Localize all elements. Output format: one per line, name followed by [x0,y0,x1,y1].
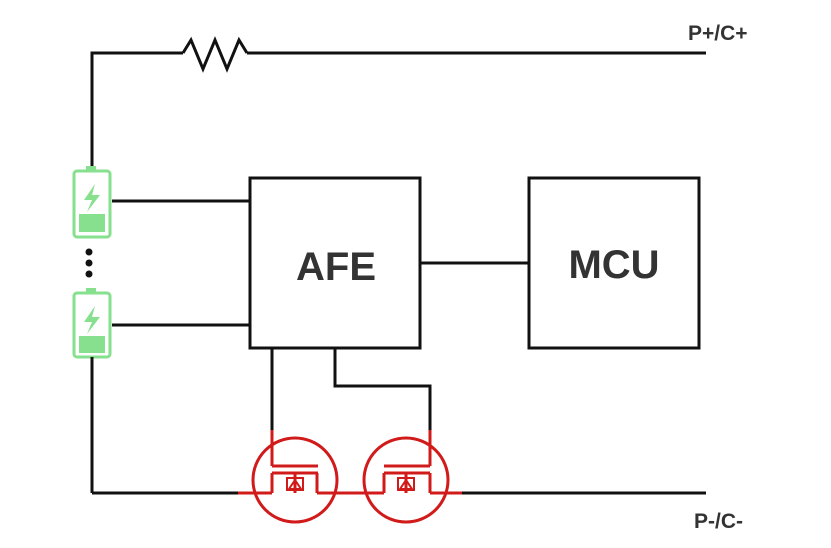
positive-rail [90,36,706,170]
gate-wire-right [333,348,432,430]
positive-terminal-label: P+/C+ [688,22,748,45]
mosfet-symbol [251,430,339,524]
continuation-dot [85,270,93,278]
negative-terminal-label: P-/C- [694,510,743,533]
battery-charging-icon [84,306,100,334]
mcu-block [527,176,701,350]
battery-cell-top [72,166,112,239]
positive-rail-left-wire [90,51,183,170]
afe-label: AFE [296,245,376,289]
mosfet-2-body-diode-arrow [398,478,414,490]
continuation-dot [85,259,93,267]
gate-drive-wires [270,348,432,430]
battery-cell-bottom-terminal [86,288,96,294]
cell-sense-wires [90,199,250,493]
battery-cell-top-terminal [86,166,96,172]
mosfet-1-body-diode-arrow [287,478,303,490]
cell-continuation-dots [85,248,93,278]
mcu-label: MCU [568,243,659,287]
sense-resistor [181,36,249,73]
mosfet-1-circle [251,436,339,524]
mosfet-2-circle [362,436,450,524]
protection-mosfets [238,430,462,524]
battery-cell-bottom [72,288,112,359]
battery-charging-icon [84,184,100,212]
battery-cell-top-body [72,169,112,239]
battery-cell-top-charge [79,214,105,232]
battery-cell-bottom-charge [79,336,105,353]
continuation-dot [85,248,93,256]
afe-block [248,176,422,350]
mosfet-symbol [362,430,450,524]
